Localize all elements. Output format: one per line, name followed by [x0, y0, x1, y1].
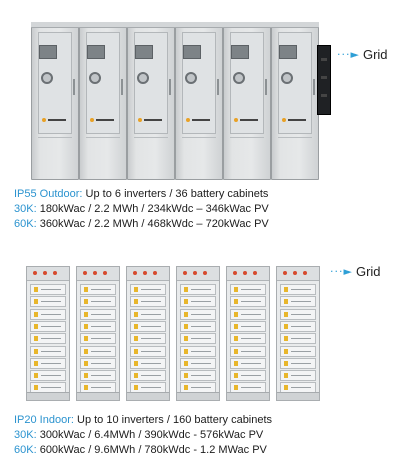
spec-value: 360kWac / 2.2 MWh / 468kWdc – 720kWac PV [36, 218, 269, 230]
arrow-right-icon: ···► [330, 265, 353, 278]
battery-module [280, 345, 316, 357]
battery-module [80, 320, 116, 332]
battery-module [30, 370, 66, 382]
battery-module [230, 370, 266, 382]
outdoor-grid-text: Grid [362, 47, 388, 62]
indoor-rack-illustration [26, 266, 322, 406]
spec-value: 600kWac / 9.6MWh / 780kWdc - 1.2 MWac PV [36, 444, 267, 456]
battery-module [30, 296, 66, 308]
battery-module [180, 370, 216, 382]
outdoor-cabinet-illustration [31, 22, 321, 182]
spec-key: 60K: [14, 444, 37, 456]
battery-module [230, 308, 266, 320]
indoor-grid-label: ···► Grid [330, 264, 381, 279]
battery-module [80, 333, 116, 345]
battery-module [80, 308, 116, 320]
spec-key: 30K: [14, 203, 37, 215]
battery-module [280, 333, 316, 345]
indoor-battery-rack [176, 266, 220, 401]
battery-module [30, 284, 66, 295]
battery-module [180, 357, 216, 369]
battery-module [130, 284, 166, 295]
grid-junction-box [317, 45, 331, 115]
battery-module [280, 284, 316, 295]
battery-module [30, 320, 66, 332]
spec-value: 300kWac / 6.4MWh / 390kWdc - 576kWac PV [36, 429, 264, 441]
battery-module [180, 345, 216, 357]
spec-key: IP20 Indoor: [14, 414, 74, 426]
outdoor-cabinet [271, 22, 319, 180]
indoor-battery-rack [226, 266, 270, 401]
arrow-right-icon: ···► [337, 48, 360, 61]
battery-module [30, 333, 66, 345]
battery-module [80, 296, 116, 308]
outdoor-cabinet [175, 22, 223, 180]
battery-module [230, 357, 266, 369]
battery-module [180, 296, 216, 308]
battery-module [230, 284, 266, 295]
indoor-grid-text: Grid [355, 264, 381, 279]
indoor-battery-rack [276, 266, 320, 401]
battery-module [130, 370, 166, 382]
battery-module [130, 308, 166, 320]
spec-value: 180kWac / 2.2 MWh / 234kWdc – 346kWac PV [36, 203, 269, 215]
battery-module [180, 333, 216, 345]
battery-module [230, 296, 266, 308]
battery-module [80, 345, 116, 357]
indoor-spec-line: 60K: 600kWac / 9.6MWh / 780kWdc - 1.2 MW… [14, 443, 272, 458]
battery-module [130, 357, 166, 369]
outdoor-cabinet [127, 22, 175, 180]
battery-module [280, 308, 316, 320]
indoor-battery-rack [26, 266, 70, 401]
battery-module [180, 284, 216, 295]
indoor-battery-rack [126, 266, 170, 401]
battery-module [280, 370, 316, 382]
spec-key: IP55 Outdoor: [14, 188, 83, 200]
outdoor-spec-line: 60K: 360kWac / 2.2 MWh / 468kWdc – 720kW… [14, 217, 269, 232]
battery-module [130, 320, 166, 332]
spec-value: Up to 6 inverters / 36 battery cabinets [82, 188, 269, 200]
battery-module [30, 345, 66, 357]
outdoor-grid-label: ···► Grid [337, 47, 388, 62]
indoor-specs: IP20 Indoor: Up to 10 inverters / 160 ba… [14, 413, 272, 458]
outdoor-cabinet [223, 22, 271, 180]
battery-module [280, 357, 316, 369]
battery-module [80, 370, 116, 382]
battery-module [130, 296, 166, 308]
indoor-spec-line: IP20 Indoor: Up to 10 inverters / 160 ba… [14, 413, 272, 428]
battery-module [30, 308, 66, 320]
battery-module [80, 284, 116, 295]
indoor-spec-line: 30K: 300kWac / 6.4MWh / 390kWdc - 576kWa… [14, 428, 272, 443]
battery-module [130, 333, 166, 345]
battery-module [80, 357, 116, 369]
outdoor-spec-line: IP55 Outdoor: Up to 6 inverters / 36 bat… [14, 187, 269, 202]
battery-module [180, 308, 216, 320]
outdoor-cabinet [79, 22, 127, 180]
battery-module [230, 345, 266, 357]
battery-module [180, 320, 216, 332]
battery-module [230, 320, 266, 332]
battery-module [30, 357, 66, 369]
battery-module [280, 296, 316, 308]
outdoor-spec-line: 30K: 180kWac / 2.2 MWh / 234kWdc – 346kW… [14, 202, 269, 217]
spec-value: Up to 10 inverters / 160 battery cabinet… [73, 414, 273, 426]
spec-key: 30K: [14, 429, 37, 441]
battery-module [130, 345, 166, 357]
battery-module [280, 320, 316, 332]
spec-key: 60K: [14, 218, 37, 230]
battery-module [230, 333, 266, 345]
indoor-battery-rack [76, 266, 120, 401]
outdoor-cabinet [31, 22, 79, 180]
outdoor-specs: IP55 Outdoor: Up to 6 inverters / 36 bat… [14, 187, 269, 232]
